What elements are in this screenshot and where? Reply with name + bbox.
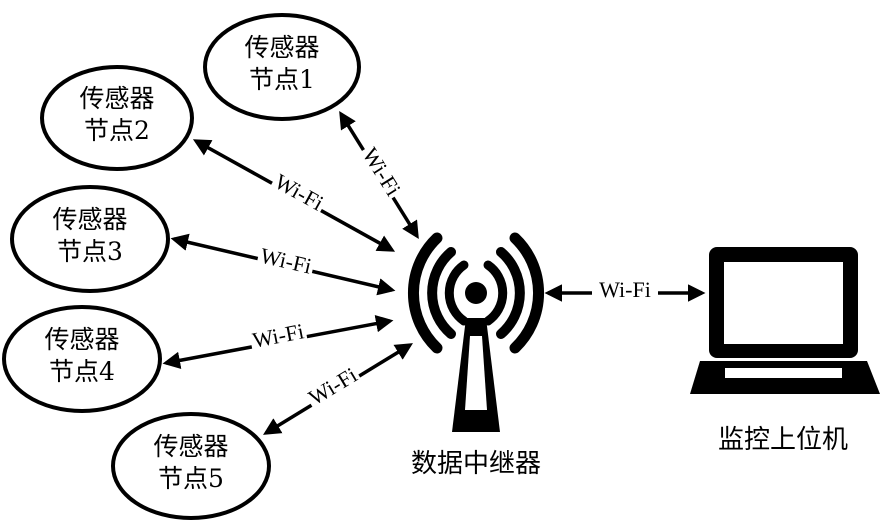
host-label: 监控上位机 (718, 425, 848, 455)
link-label-5-group: Wi-Fi (303, 362, 364, 413)
link-label-3-group: Wi-Fi (255, 243, 316, 281)
sensor-node-2-title: 传感器 (79, 84, 154, 113)
sensor-node-5-title: 传感器 (153, 432, 228, 461)
sensor-node-3: 传感器 节点3 (10, 185, 170, 293)
sensor-node-4-title: 传感器 (44, 325, 119, 354)
sensor-node-4: 传感器 节点4 (2, 305, 162, 413)
sensor-node-2: 传感器 节点2 (40, 65, 194, 171)
link-label-5: Wi-Fi (304, 362, 361, 410)
sensor-node-1-id: 节点1 (249, 65, 315, 94)
sensor-node-1: 传感器 节点1 (203, 13, 361, 121)
sensor-node-3-title: 传感器 (52, 205, 127, 234)
link-label-2-group: Wi-Fi (268, 169, 329, 218)
link-label-2: Wi-Fi (271, 169, 328, 216)
sensor-node-1-title: 传感器 (244, 33, 319, 62)
link-label-4-group: Wi-Fi (248, 318, 309, 355)
sensor-node-3-id: 节点3 (57, 237, 123, 266)
relay-label: 数据中继器 (411, 449, 541, 479)
link-label-1-group: Wi-Fi (355, 142, 406, 203)
sensor-node-5: 传感器 节点5 (111, 412, 271, 520)
link-label-6-group: Wi-Fi (592, 277, 658, 303)
sensor-node-5-id: 节点5 (158, 464, 224, 493)
sensor-node-4-id: 节点4 (49, 357, 115, 386)
laptop-icon (690, 247, 880, 394)
link-label-3: Wi-Fi (258, 243, 314, 279)
sensor-node-2-id: 节点2 (84, 116, 150, 145)
link-label-4: Wi-Fi (250, 318, 305, 352)
link-label-6: Wi-Fi (599, 277, 651, 302)
wifi-tower-icon (408, 232, 544, 432)
